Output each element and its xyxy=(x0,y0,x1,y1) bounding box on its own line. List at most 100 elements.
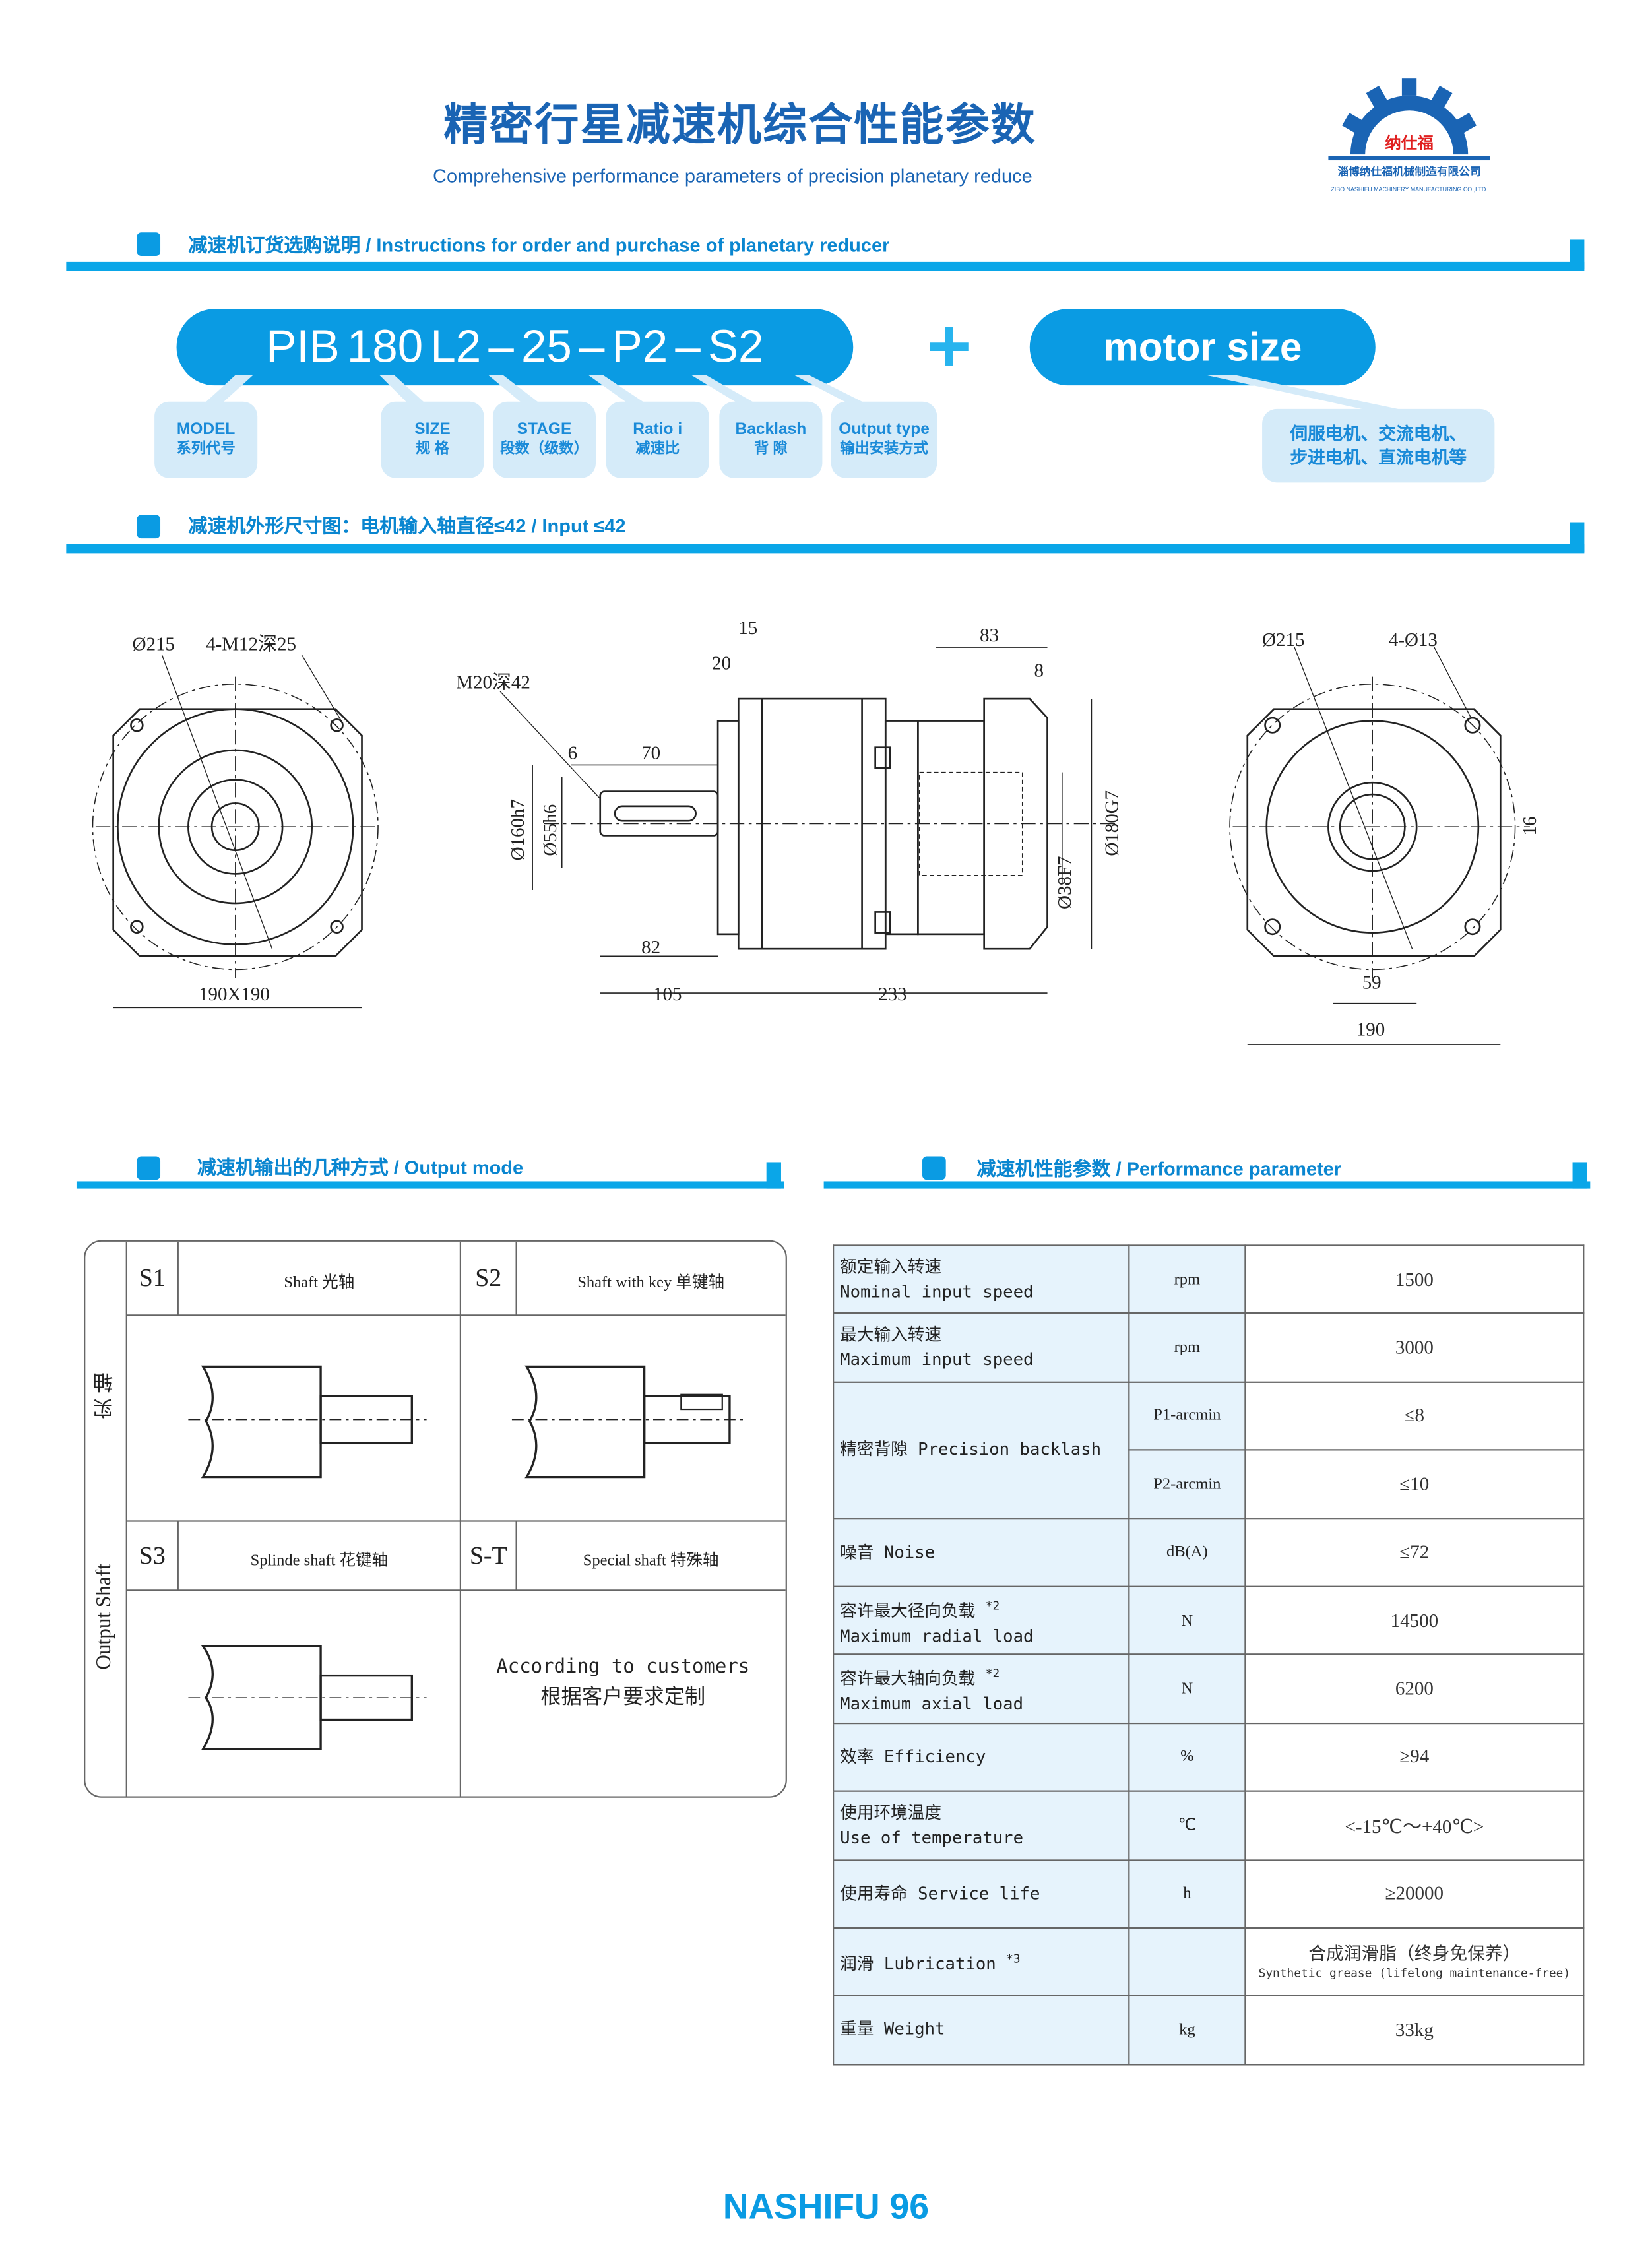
callout-lines xyxy=(203,375,1413,412)
code-st: S-T xyxy=(469,1541,507,1570)
side-label-en: Output Shaft xyxy=(94,1563,117,1670)
code-s2: S2 xyxy=(475,1263,502,1292)
rear-holes-label: 4-Ø13 xyxy=(1389,629,1438,651)
performance-rows-5-value: 6200 xyxy=(1244,1653,1585,1724)
side-d160-label: Ø160h7 xyxy=(507,799,528,860)
front-square-label: 190X190 xyxy=(199,984,270,1005)
performance-rows-9-sup: *3 xyxy=(1006,1952,1021,1966)
front-view xyxy=(92,654,379,1009)
performance-rows-9-unit xyxy=(1128,1927,1246,1997)
output-mode-table: 实 轴 Output Shaft S1 Shaft 光轴 S2 Shaft wi… xyxy=(84,1240,787,1798)
section-marker xyxy=(137,515,161,539)
performance-rows-7-cn: 使用环境温度 xyxy=(840,1801,942,1823)
section-order-heading: 减速机订货选购说明 / Instructions for order and p… xyxy=(188,234,890,256)
performance-rows-0-cn: 额定输入转速 xyxy=(840,1256,942,1277)
section-performance-heading: 减速机性能参数 / Performance parameter xyxy=(976,1157,1342,1180)
model_code-labels-5-cn: 输出安装方式 xyxy=(840,441,928,458)
table-row: 效率 Efficiency%≥94 xyxy=(833,1722,1585,1793)
performance-rows-5-unit: N xyxy=(1128,1653,1246,1724)
section-marker xyxy=(137,232,161,256)
performance-rows-5-cn: 容许最大轴向负载 xyxy=(840,1668,976,1689)
performance-rows-10-value: 33kg xyxy=(1244,1995,1585,2065)
model_code-labels-4-cn: 背 隙 xyxy=(753,441,788,458)
performance-rows-7-value: <-15℃～+40℃> xyxy=(1244,1790,1585,1861)
custom-note-en: According to customers xyxy=(496,1656,750,1679)
performance-rows-4-value: 14500 xyxy=(1244,1585,1585,1656)
front-holes-label: 4-M12深25 xyxy=(206,634,296,655)
divider xyxy=(66,544,1585,554)
model_code-labels-1-en: SIZE xyxy=(414,420,451,439)
sep: – xyxy=(675,321,701,373)
performance-rows-1-cn: 最大输入转速 xyxy=(840,1324,942,1345)
model_code-labels-2-cn: 段数（级数） xyxy=(500,441,588,458)
side-view xyxy=(499,647,1118,994)
divider-end xyxy=(1572,1162,1587,1189)
side-d82-label: 82 xyxy=(641,937,660,958)
performance-rows-9-value: 合成润滑脂（终身免保养） xyxy=(1308,1943,1521,1964)
side-d83-label: 83 xyxy=(980,625,999,646)
footer-brand: NASHIFU xyxy=(722,2187,880,2227)
performance-rows-7-unit: ℃ xyxy=(1128,1790,1246,1861)
name-s3: Splinde shaft 花键轴 xyxy=(250,1552,389,1570)
table-row: 使用环境温度 Use of temperature ℃<-15℃～+40℃> xyxy=(833,1790,1585,1861)
performance-rows-6-unit: % xyxy=(1128,1722,1246,1793)
performance-rows-2-label: 精密背隙 Precision backlash xyxy=(833,1381,1130,1519)
rear-d190-label: 190 xyxy=(1356,1019,1385,1040)
code-s1: S1 xyxy=(139,1263,166,1292)
motor-size-pill: motor size xyxy=(1029,309,1376,386)
divider-end xyxy=(766,1162,781,1189)
divider xyxy=(823,1181,1591,1189)
sep: – xyxy=(488,321,514,373)
side-thread-label: M20深42 xyxy=(456,672,530,693)
code-size: 180 xyxy=(346,321,424,373)
section-marker xyxy=(137,1156,161,1180)
rear-dia-label: Ø215 xyxy=(1262,629,1304,651)
plus-icon: + xyxy=(926,304,972,390)
company-logo: 纳仕福 淄博纳仕福机械制造有限公司 ZIBO NASHIFU MACHINERY… xyxy=(1314,73,1505,197)
performance-rows-5-en: Maximum axial load xyxy=(840,1693,1024,1714)
code-s3: S3 xyxy=(139,1541,166,1570)
label-output-type: Output type 输出安装方式 xyxy=(831,401,937,478)
divider xyxy=(76,1181,784,1189)
side-d6-label: 6 xyxy=(568,743,577,764)
performance-rows-3-label: 噪音 Noise xyxy=(833,1517,1130,1587)
divider-end xyxy=(1570,239,1585,270)
logo-company-cn: 淄博纳仕福机械制造有限公司 xyxy=(1337,164,1480,177)
rear-view xyxy=(1229,647,1530,1045)
code-stage: L2 xyxy=(430,321,482,373)
performance-rows-1-en: Maximum input speed xyxy=(840,1349,1034,1370)
model_code-motor_label-0: 伺服电机、交流电机、 xyxy=(1290,424,1467,445)
performance-rows-2-unit: P1-arcmin xyxy=(1128,1381,1246,1451)
performance-rows-7-en: Use of temperature xyxy=(840,1826,1024,1848)
performance-rows-4-unit: N xyxy=(1128,1585,1246,1656)
model_code-labels-5-en: Output type xyxy=(839,420,930,439)
model_code-labels-2-en: STAGE xyxy=(517,420,572,439)
performance-rows-3-value: ≤72 xyxy=(1244,1517,1585,1587)
performance-rows-0-en: Nominal input speed xyxy=(840,1281,1034,1302)
divider-end xyxy=(1570,522,1585,552)
section-dimensions-heading: 减速机外形尺寸图：电机输入轴直径≤42 / Input ≤42 xyxy=(188,515,626,537)
performance-rows-5-sup: *2 xyxy=(985,1667,1000,1680)
side-d233-label: 233 xyxy=(878,984,906,1005)
page-number: 96 xyxy=(889,2187,930,2227)
side-d55-label: Ø55h6 xyxy=(540,804,561,856)
side-d20-label: 20 xyxy=(712,653,731,674)
code-model: PIB xyxy=(266,321,340,373)
name-s1: Shaft 光轴 xyxy=(284,1273,355,1292)
label-stage: STAGE 段数（级数） xyxy=(492,401,596,478)
section-marker xyxy=(922,1156,946,1180)
performance-rows-4-sup: *2 xyxy=(985,1599,1000,1612)
page-subtitle: Comprehensive performance parameters of … xyxy=(433,164,1032,187)
sep: – xyxy=(579,321,605,373)
side-d70-label: 70 xyxy=(641,743,660,764)
model_code-labels-0-cn: 系列代号 xyxy=(176,441,236,458)
